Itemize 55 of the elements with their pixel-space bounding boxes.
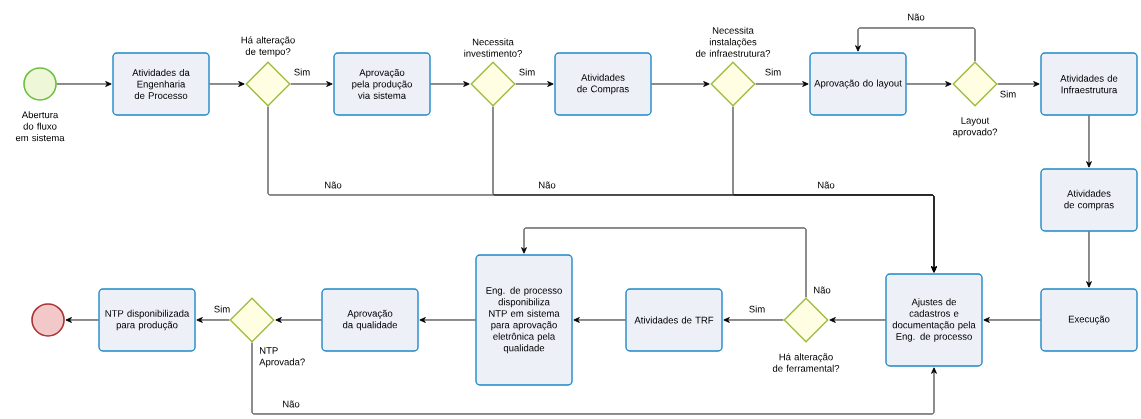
arrow — [651, 81, 710, 87]
task-box: Execução — [1040, 288, 1138, 352]
task-box: Eng. de processo disponibiliza NTP em sistema para aprovação eletrônica pela qualidade — [475, 254, 573, 386]
gateway-label: Necessita investimento? — [464, 38, 522, 57]
arrow — [997, 81, 1040, 87]
task-box: Atividades de Compras — [554, 52, 652, 116]
edge-label: Sim — [212, 304, 232, 314]
arrow — [196, 317, 230, 323]
arrow — [251, 342, 937, 415]
arrow — [755, 81, 809, 87]
task-box: Aprovação pela produção via sistema — [333, 52, 431, 116]
task-box: Atividades da Engenharia de Processo — [112, 52, 210, 116]
arrow — [573, 317, 626, 323]
gateway-label: Necessita instalações de infraestrutura? — [695, 26, 771, 57]
edge-label: Não — [537, 180, 557, 190]
arrow — [1086, 231, 1092, 288]
arrow — [829, 317, 886, 323]
arrow — [855, 27, 976, 62]
task-box: Aprovação do layout — [809, 52, 907, 116]
event-circle — [31, 303, 65, 337]
task-box: Ajustes de cadastros e documentação pela Eng. de processo — [885, 273, 983, 367]
arrow — [419, 317, 476, 323]
edge-label: Sim — [747, 304, 767, 314]
arrow — [1086, 115, 1092, 168]
arrow — [290, 81, 333, 87]
arrow — [430, 81, 470, 87]
arrow — [209, 81, 245, 87]
arrow — [515, 81, 554, 87]
edge-label: Sim — [998, 89, 1018, 99]
edge-label: Sim — [517, 67, 537, 77]
edge-label: Não — [323, 180, 343, 190]
edge-label: Sim — [292, 67, 312, 77]
gateway-label: Layout aprovado? — [952, 117, 998, 138]
arrow — [275, 317, 322, 323]
edge-label: Sim — [763, 67, 783, 77]
arrow — [56, 81, 112, 87]
arrow — [723, 317, 784, 323]
edge-label: Não — [281, 399, 301, 409]
task-box: Atividades de compras — [1040, 168, 1138, 232]
task-box: Atividades de TRF — [625, 288, 723, 352]
arrow — [906, 81, 952, 87]
task-box: NTP disponibilizada para produção — [98, 288, 196, 352]
edge-label: Não — [906, 12, 926, 22]
edge-label: Não — [812, 285, 832, 295]
gateway-label: Há alteração de tempo? — [241, 36, 295, 57]
arrow — [65, 317, 99, 323]
edge-label: Não — [816, 180, 836, 190]
arrow — [732, 106, 937, 273]
arrow — [983, 317, 1041, 323]
gateway-label: Abertura do fluxo em sistema — [15, 111, 65, 142]
task-box: Atividades de Infraestrutura — [1040, 52, 1138, 116]
gateway-label: NTP Aprovada? — [259, 347, 305, 368]
task-box: Aprovação da qualidade — [321, 288, 419, 352]
gateway-label: Há alteração de ferramental? — [772, 353, 840, 372]
arrow — [521, 227, 807, 298]
